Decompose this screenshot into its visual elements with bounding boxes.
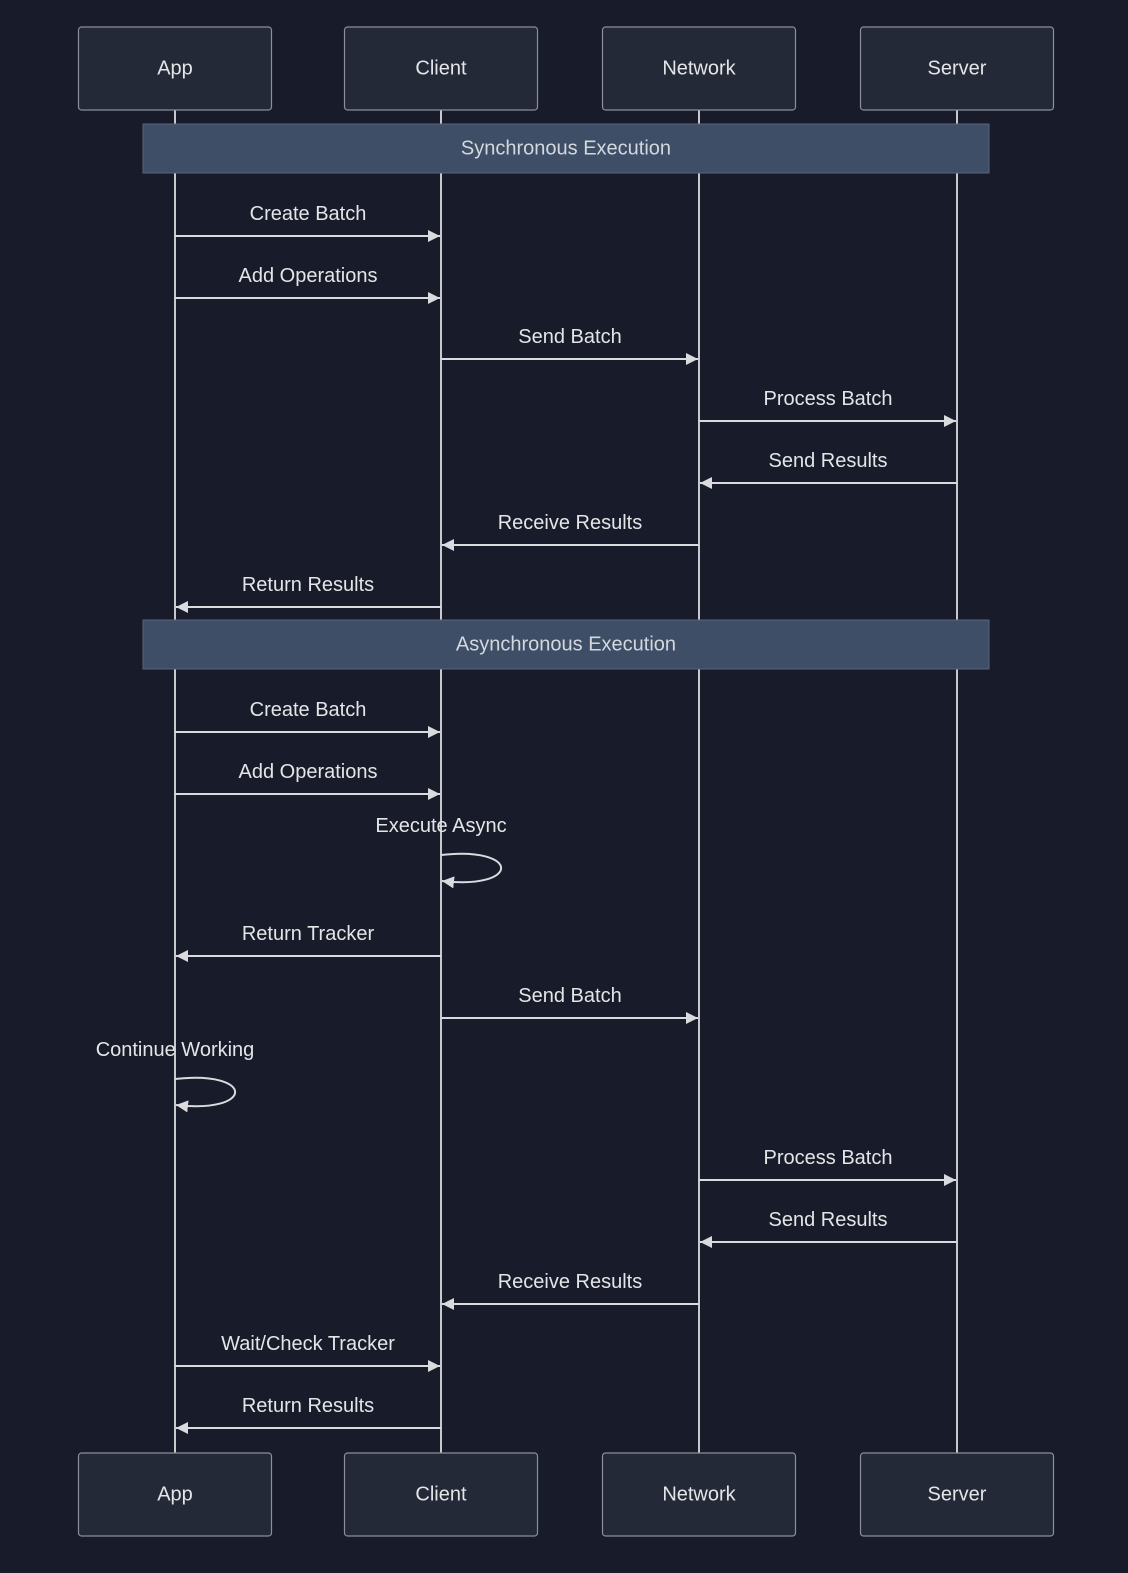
participant-label: App (157, 1483, 193, 1505)
message-1-1: Add Operations (175, 761, 440, 800)
message-1-6: Process Batch (699, 1147, 956, 1186)
message-1-4: Send Batch (441, 985, 698, 1024)
participant-label: Client (415, 57, 467, 79)
message-label: Receive Results (498, 1271, 643, 1293)
message-label: Create Batch (250, 699, 367, 721)
section-title: Asynchronous Execution (456, 633, 676, 655)
message-0-2: Send Batch (441, 326, 698, 365)
participant-client-top: Client (343, 26, 539, 111)
participant-server-top: Server (859, 26, 1055, 111)
participant-label: Client (415, 1483, 467, 1505)
section-title: Synchronous Execution (461, 137, 671, 159)
message-label: Create Batch (250, 203, 367, 225)
message-label: Return Tracker (242, 923, 375, 945)
message-1-2: Execute Async (375, 815, 507, 889)
participant-box (601, 1452, 797, 1537)
message-label: Return Results (242, 1395, 374, 1417)
message-1-10: Return Results (176, 1395, 441, 1434)
message-label: Process Batch (764, 1147, 893, 1169)
message-label: Add Operations (239, 761, 378, 783)
section-band-rect (142, 123, 990, 174)
message-1-7: Send Results (700, 1209, 957, 1248)
message-0-3: Process Batch (699, 388, 956, 427)
participant-box (343, 26, 539, 111)
message-label: Execute Async (375, 815, 506, 837)
message-0-6: Return Results (176, 574, 441, 613)
message-label: Send Results (769, 450, 888, 472)
participant-app-bottom: App (77, 1452, 273, 1537)
self-message-loop (440, 852, 502, 889)
message-label: Process Batch (764, 388, 893, 410)
lifelines (174, 110, 958, 1453)
message-label: Return Results (242, 574, 374, 596)
message-1-5: Continue Working (96, 1039, 255, 1113)
message-0-0: Create Batch (175, 203, 440, 242)
message-label: Send Batch (518, 985, 621, 1007)
participant-client-bottom: Client (343, 1452, 539, 1537)
participant-label: App (157, 57, 193, 79)
message-label: Continue Working (96, 1039, 255, 1061)
message-label: Receive Results (498, 512, 643, 534)
participant-box (343, 1452, 539, 1537)
message-1-8: Receive Results (442, 1271, 699, 1310)
participant-label: Server (928, 57, 987, 79)
message-label: Add Operations (239, 265, 378, 287)
participant-server-bottom: Server (859, 1452, 1055, 1537)
participant-label: Network (662, 57, 736, 79)
section-band-1: Asynchronous Execution (142, 619, 990, 670)
participant-box (859, 1452, 1055, 1537)
message-label: Wait/Check Tracker (221, 1333, 395, 1355)
message-label: Send Batch (518, 326, 621, 348)
section-band-rect (142, 619, 990, 670)
message-0-5: Receive Results (442, 512, 699, 551)
message-1-3: Return Tracker (176, 923, 441, 962)
participant-network-top: Network (601, 26, 797, 111)
self-message-loop (174, 1076, 236, 1113)
message-1-9: Wait/Check Tracker (175, 1333, 440, 1372)
participants: AppAppClientClientNetworkNetworkServerSe… (77, 26, 1055, 1537)
participant-label: Server (928, 1483, 987, 1505)
section-band-0: Synchronous Execution (142, 123, 990, 174)
message-0-1: Add Operations (175, 265, 440, 304)
message-0-4: Send Results (700, 450, 957, 489)
participant-box (77, 1452, 273, 1537)
participant-box (601, 26, 797, 111)
message-label: Send Results (769, 1209, 888, 1231)
message-1-0: Create Batch (175, 699, 440, 738)
participant-box (77, 26, 273, 111)
participant-box (859, 26, 1055, 111)
participant-network-bottom: Network (601, 1452, 797, 1537)
participant-app-top: App (77, 26, 273, 111)
participant-label: Network (662, 1483, 736, 1505)
